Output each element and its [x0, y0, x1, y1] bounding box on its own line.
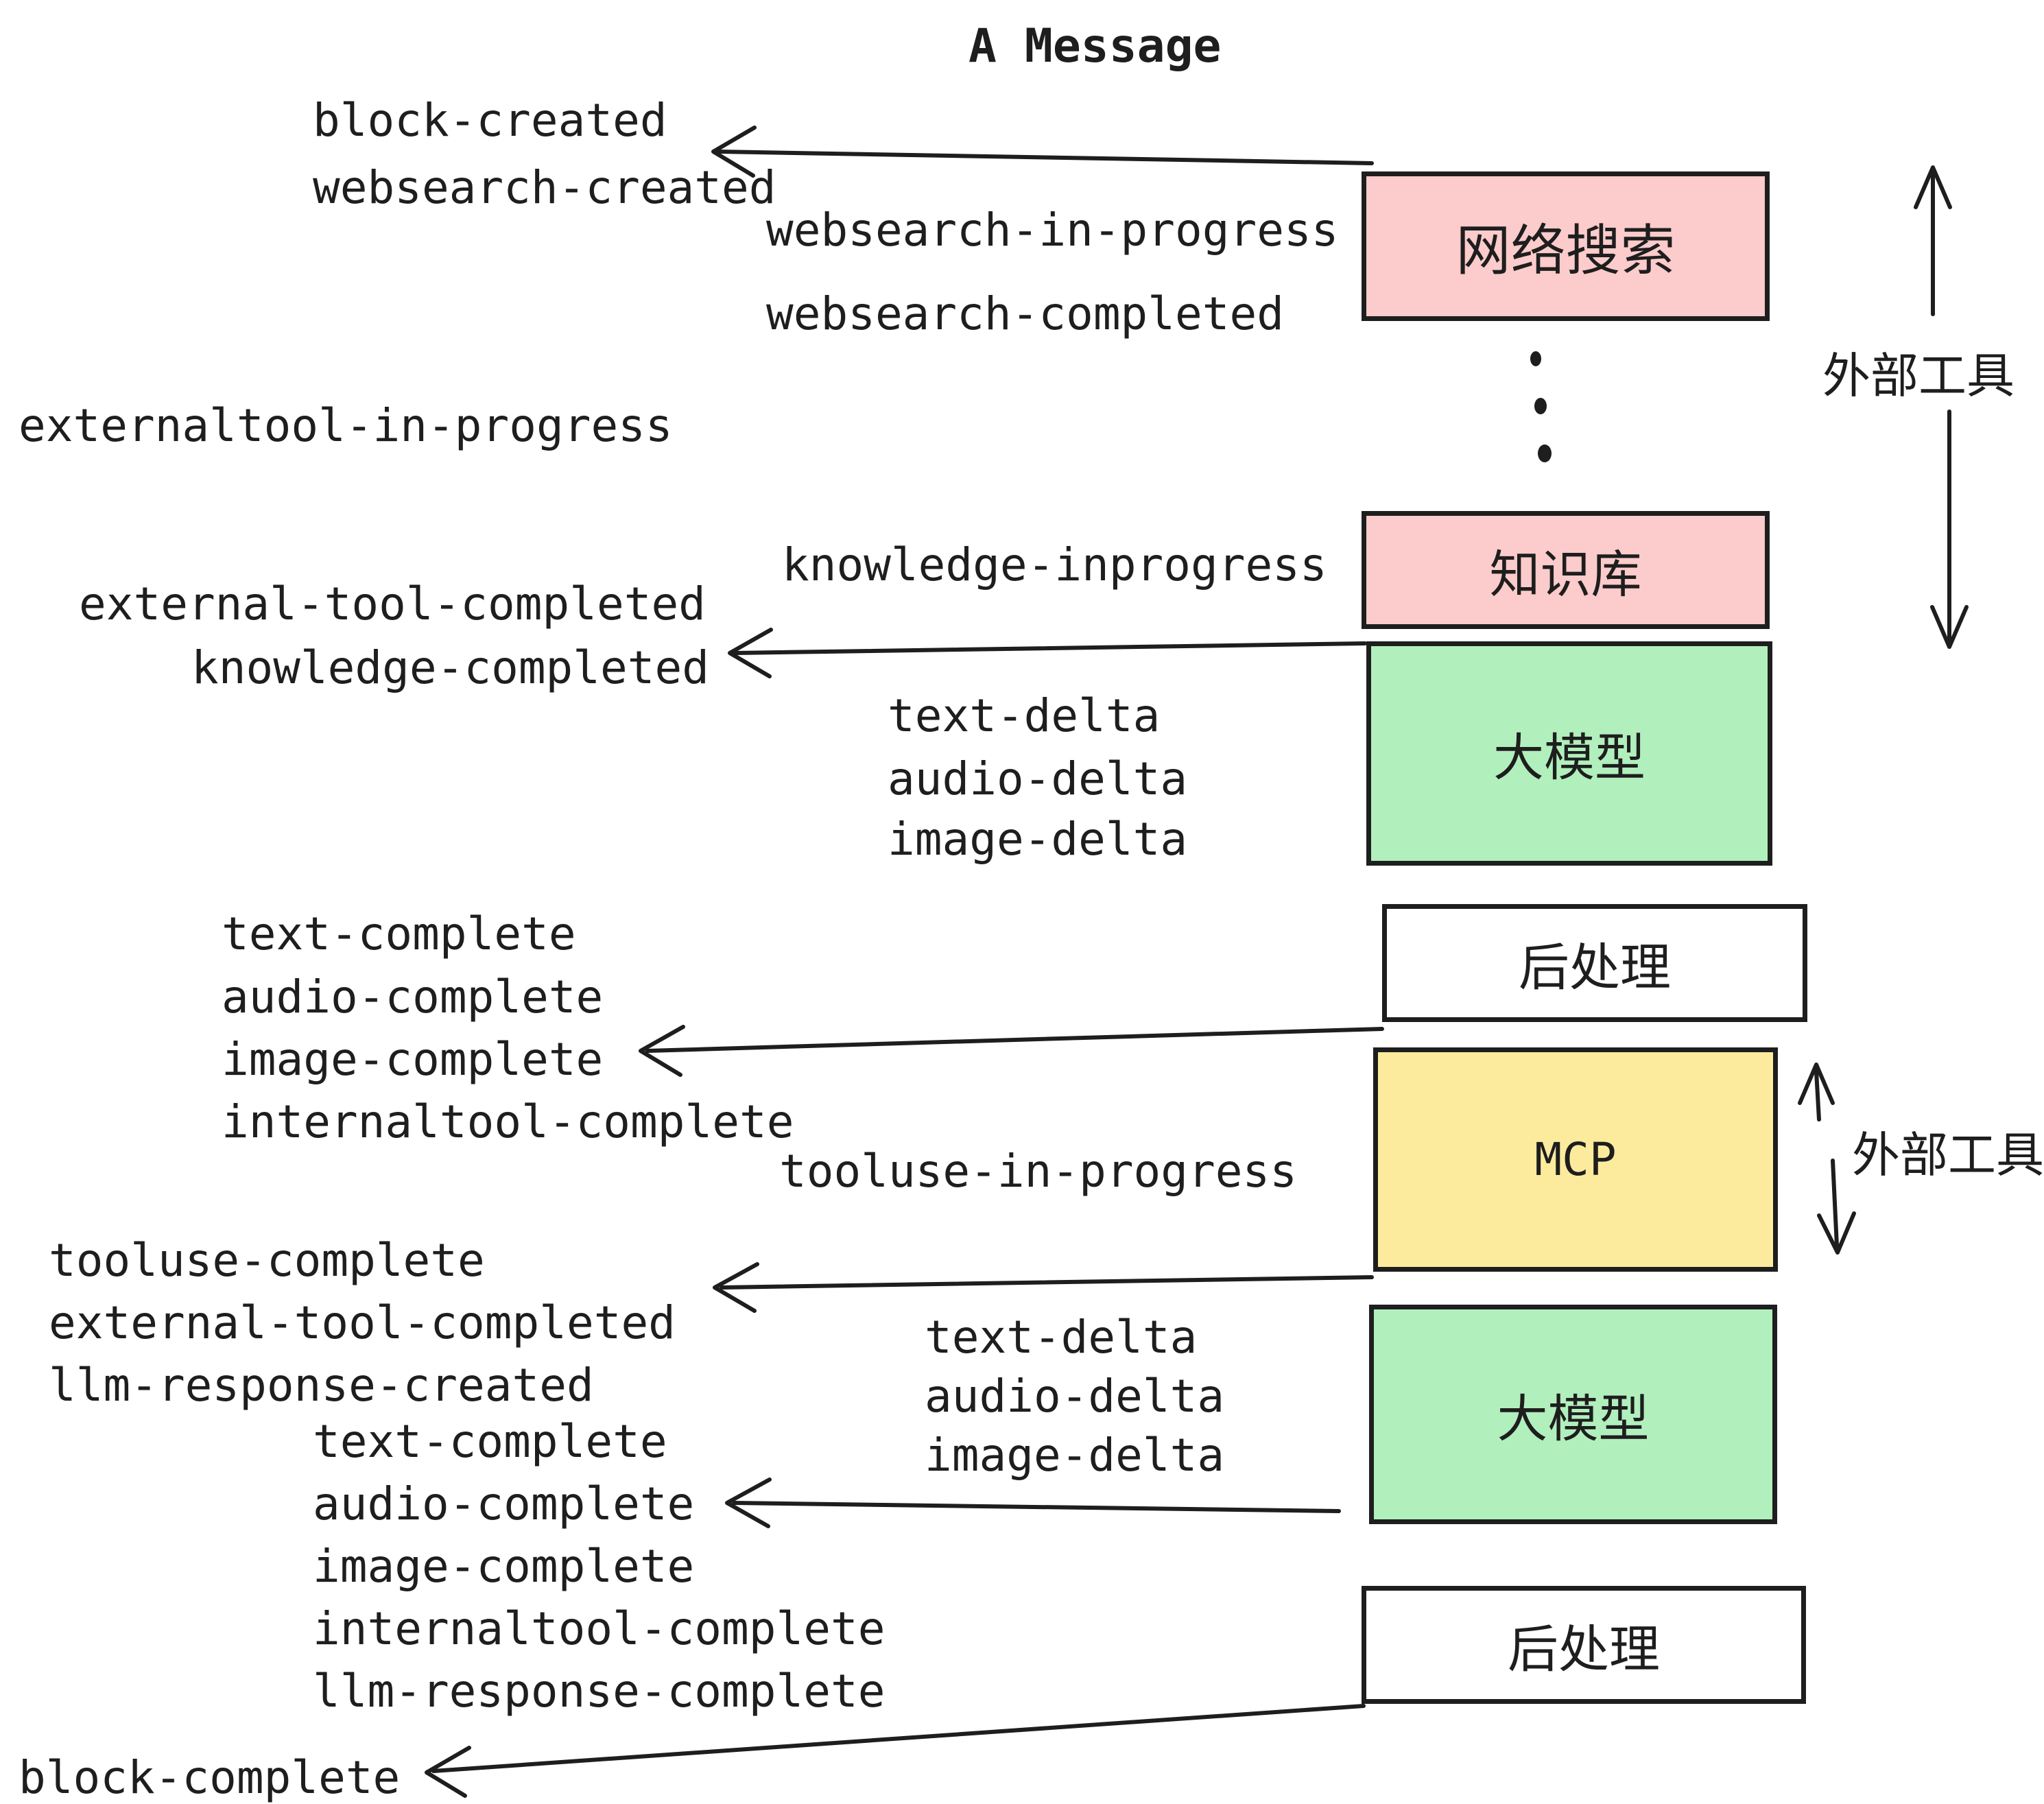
event-websearch-completed: websearch-completed	[766, 287, 1284, 340]
event-internaltool-complete-1: internaltool-complete	[222, 1095, 794, 1148]
box-mcp: MCP	[1373, 1047, 1778, 1272]
page-title: A Message	[968, 19, 1222, 73]
event-external-tool-completed-2: external-tool-completed	[49, 1296, 676, 1349]
arrow-external-tools-down-2	[1817, 1159, 1856, 1255]
event-block-complete: block-complete	[19, 1751, 401, 1804]
event-audio-delta-2: audio-delta	[925, 1370, 1225, 1423]
event-image-complete-2: image-complete	[313, 1540, 695, 1593]
arrow-external-tools-down-1	[1930, 410, 1969, 649]
ellipsis-dots-icon	[1530, 351, 1552, 462]
arrow-external-tools-up-2	[1798, 1063, 1835, 1121]
box-llm-1: 大模型	[1366, 641, 1772, 866]
box-post-1: 后处理	[1382, 904, 1807, 1022]
event-websearch-created: websearch-created	[313, 161, 776, 214]
event-image-delta-2: image-delta	[925, 1429, 1225, 1482]
event-external-tool-completed-1: external-tool-completed	[79, 578, 706, 630]
event-text-complete-2: text-complete	[313, 1415, 667, 1468]
arrow-to-knowledge-completed	[728, 628, 1367, 678]
event-externaltool-in-progress: externaltool-in-progress	[19, 399, 673, 452]
event-tooluse-complete: tooluse-complete	[49, 1234, 485, 1287]
event-audio-complete-1: audio-complete	[222, 971, 604, 1023]
side-label-external-tools-1: 外部工具	[1822, 348, 2015, 404]
event-knowledge-inprogress: knowledge-inprogress	[782, 538, 1327, 591]
event-text-delta-2: text-delta	[925, 1311, 1198, 1364]
event-llm-response-complete: llm-response-complete	[313, 1665, 886, 1718]
event-internaltool-complete-2: internaltool-complete	[313, 1602, 886, 1655]
arrow-to-image-complete	[639, 1025, 1384, 1077]
arrow-to-audio-complete	[725, 1477, 1341, 1528]
side-label-external-tools-2: 外部工具	[1852, 1127, 2044, 1183]
event-knowledge-completed: knowledge-completed	[191, 641, 709, 694]
arrow-websearch-to-block-created	[711, 126, 1374, 178]
event-websearch-in-progress: websearch-in-progress	[766, 204, 1339, 257]
box-llm-2: 大模型	[1369, 1305, 1777, 1524]
box-websearch: 网络搜索	[1362, 171, 1770, 321]
event-audio-delta-1: audio-delta	[888, 752, 1188, 805]
event-image-delta-1: image-delta	[888, 813, 1188, 866]
event-image-complete-1: image-complete	[222, 1033, 604, 1086]
event-llm-response-created: llm-response-created	[49, 1359, 594, 1412]
box-post-2: 后处理	[1362, 1586, 1806, 1704]
box-knowledge: 知识库	[1362, 511, 1770, 629]
event-audio-complete-2: audio-complete	[313, 1477, 695, 1530]
event-tooluse-in-progress: tooluse-in-progress	[779, 1145, 1297, 1198]
arrow-to-block-complete	[425, 1704, 1366, 1798]
event-block-created: block-created	[313, 94, 667, 147]
arrow-external-tools-up-1	[1914, 165, 1952, 316]
event-text-complete-1: text-complete	[222, 907, 576, 960]
arrow-to-tooluse-complete	[713, 1262, 1374, 1313]
event-text-delta-1: text-delta	[888, 689, 1161, 742]
